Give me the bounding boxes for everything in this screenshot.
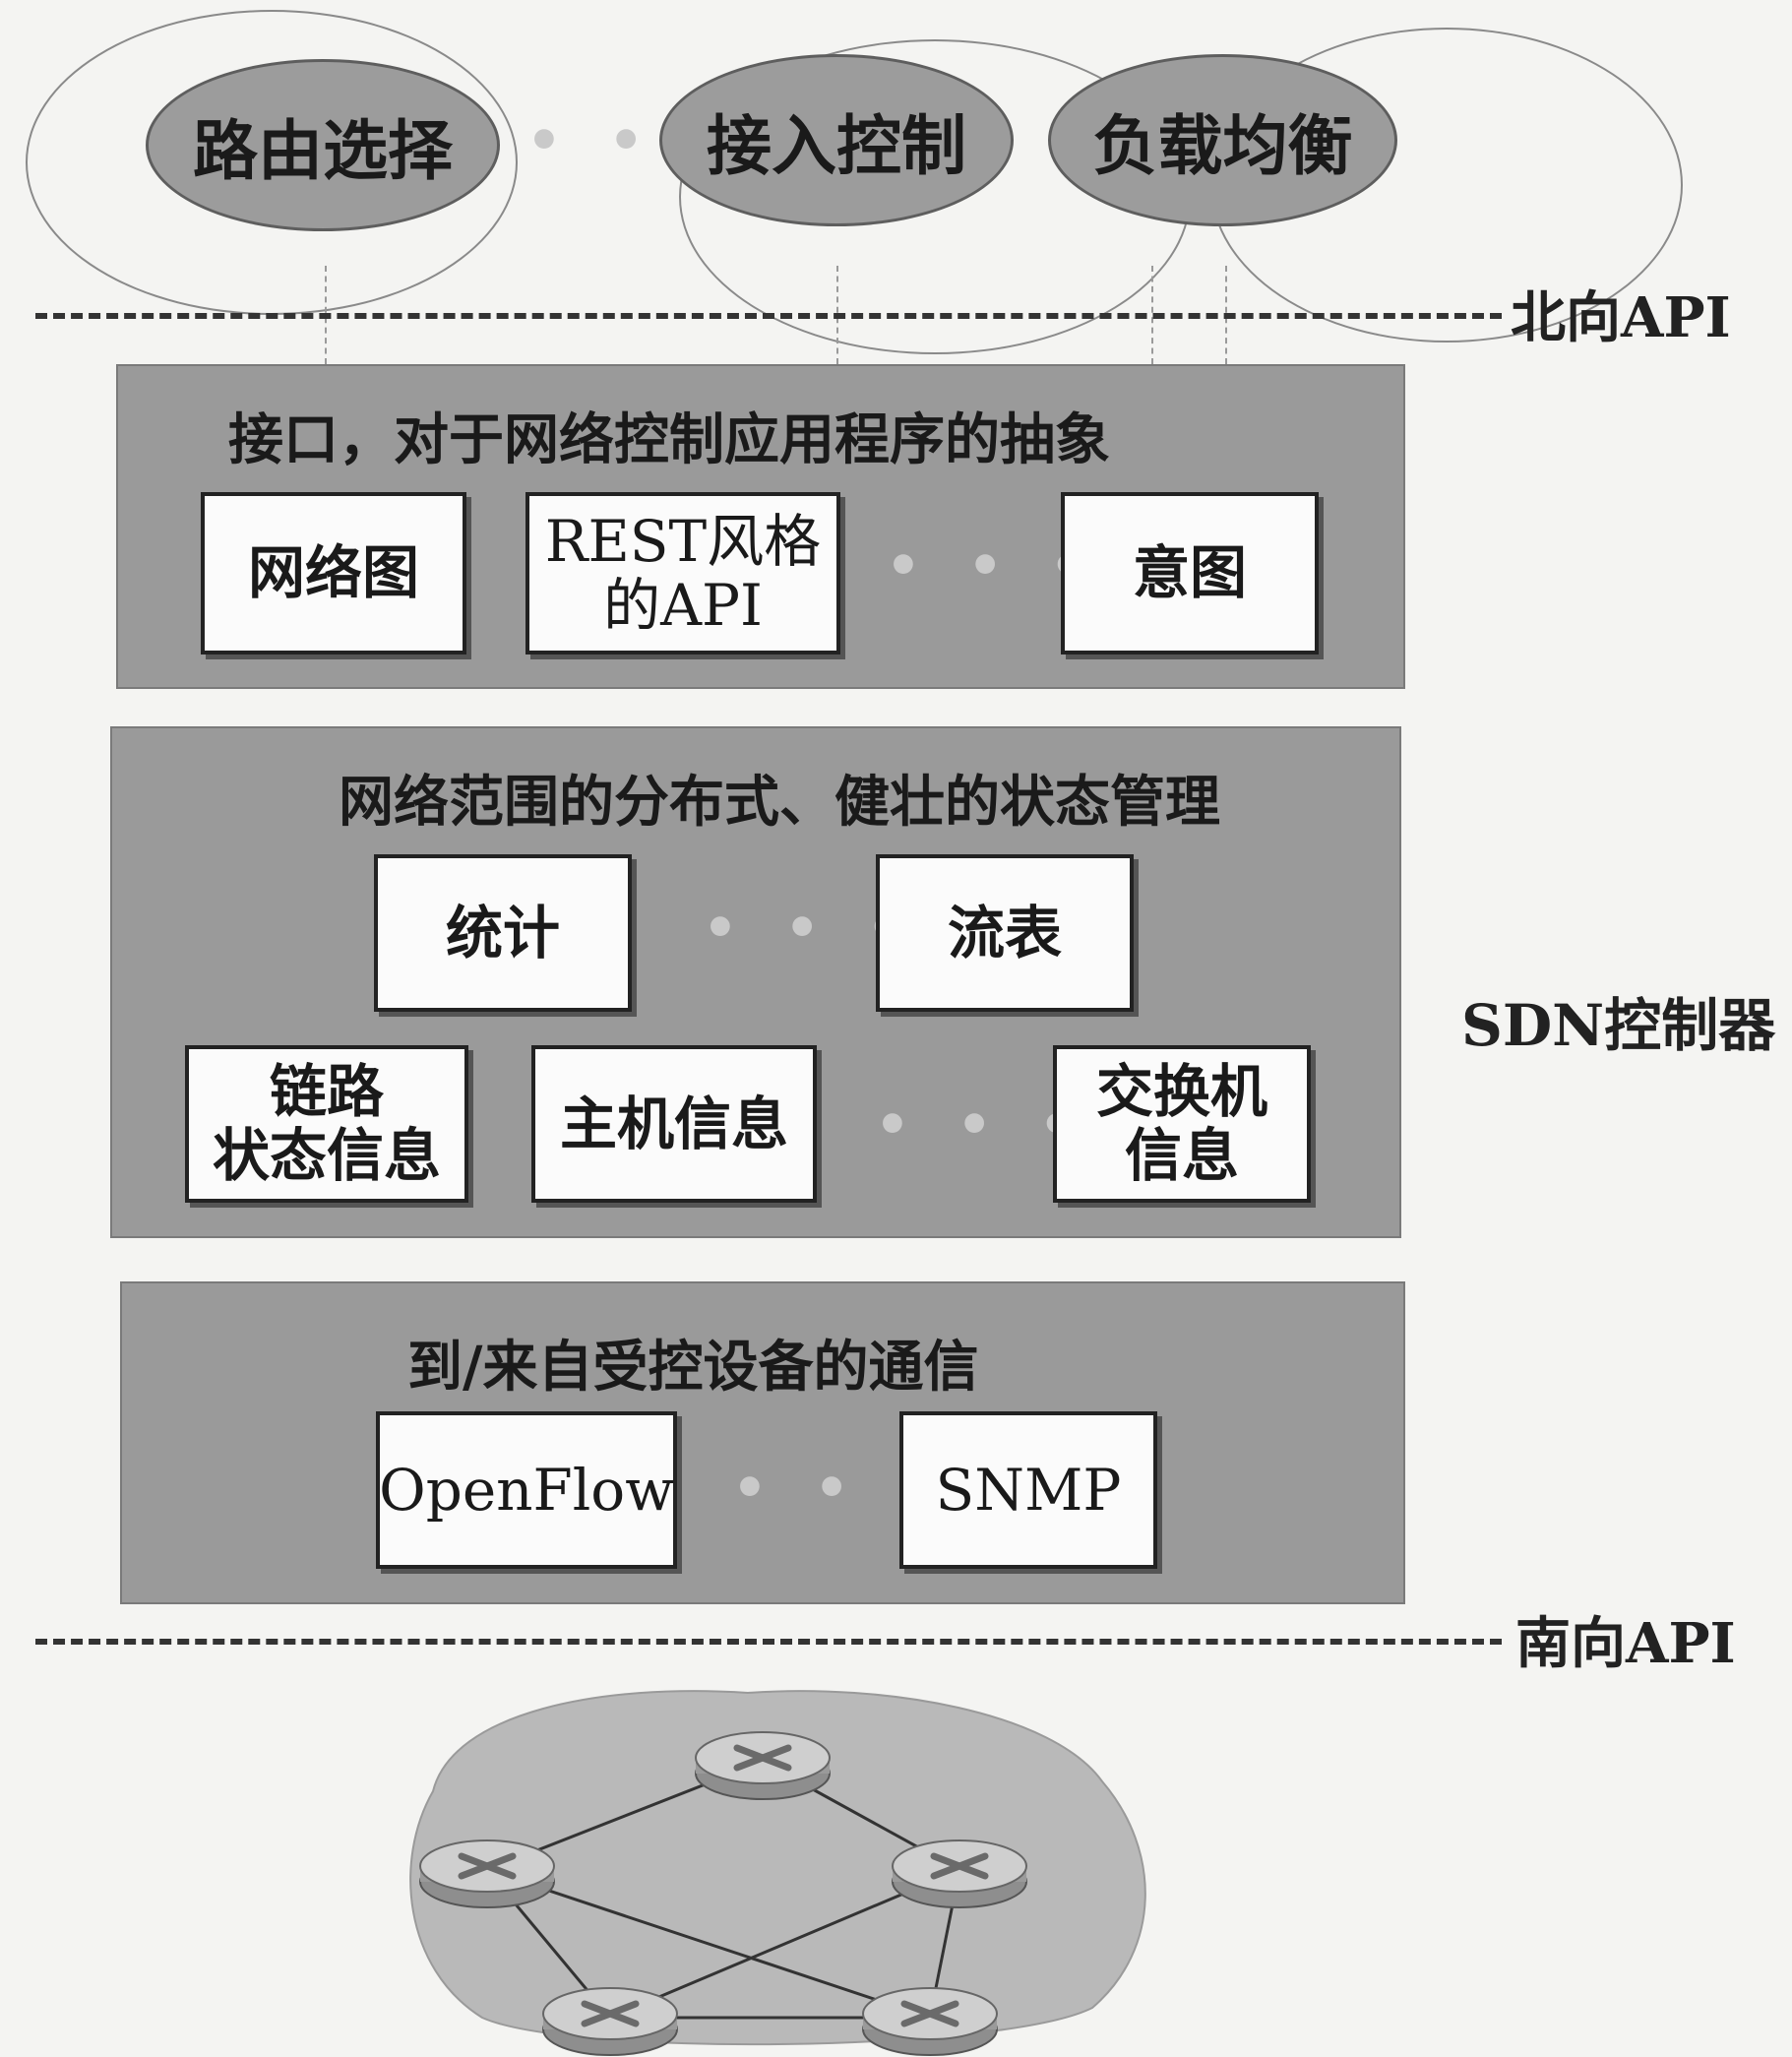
state-management-layer: 网络范围的分布式、健壮的状态管理 统计 • • • 流表 链路 状态信息 主机信… bbox=[110, 726, 1401, 1238]
snmp-label: SNMP bbox=[935, 1456, 1122, 1524]
intent-label: 意图 bbox=[1132, 539, 1247, 607]
network-cloud bbox=[409, 1690, 1146, 2046]
app-load-balancing[interactable]: 负载均衡 bbox=[1048, 54, 1397, 226]
restful-api-box[interactable]: REST风格 的API bbox=[525, 492, 840, 654]
comm-layer-title: 到/来自受控设备的通信 bbox=[407, 1335, 979, 1400]
app-routing[interactable]: 路由选择 bbox=[146, 59, 500, 231]
southbound-api-label: 南向API bbox=[1515, 1611, 1736, 1676]
router-icon bbox=[892, 1839, 1027, 1908]
restful-api-label-line2: 的API bbox=[603, 571, 763, 639]
flow-table-label: 流表 bbox=[947, 899, 1062, 966]
comm-ellipsis: • • • bbox=[732, 1456, 946, 1521]
host-info-box[interactable]: 主机信息 bbox=[531, 1045, 817, 1203]
controlled-network bbox=[409, 1690, 1146, 2056]
restful-api-label-line1: REST风格 bbox=[544, 507, 822, 575]
interface-layer-title: 接口，对于网络控制应用程序的抽象 bbox=[228, 407, 1110, 472]
flow-table-box[interactable]: 流表 bbox=[876, 854, 1134, 1012]
link-state-info-box[interactable]: 链路 状态信息 bbox=[185, 1045, 468, 1203]
device-communication-layer: 到/来自受控设备的通信 OpenFlow • • • SNMP bbox=[120, 1281, 1405, 1604]
host-info-label: 主机信息 bbox=[559, 1090, 788, 1157]
app-access-control-label: 接入控制 bbox=[707, 106, 966, 184]
switch-info-label-line1: 交换机 bbox=[1095, 1058, 1267, 1126]
router-icon bbox=[695, 1731, 831, 1800]
router-icon bbox=[542, 1987, 678, 2056]
snmp-box[interactable]: SNMP bbox=[899, 1411, 1157, 1569]
state-ellipsis-bottom: • • • bbox=[875, 1092, 1088, 1157]
interface-ellipsis: • • • bbox=[886, 533, 1099, 598]
sdn-controller-label: SDN控制器 bbox=[1461, 992, 1776, 1059]
state-layer-title: 网络范围的分布式、健壮的状态管理 bbox=[339, 770, 1220, 835]
app-load-balancing-label: 负载均衡 bbox=[1092, 106, 1353, 184]
northbound-api-label: 北向API bbox=[1511, 285, 1731, 350]
link-state-label-line2: 状态信息 bbox=[212, 1122, 441, 1189]
statistics-label: 统计 bbox=[445, 899, 560, 966]
router-icon bbox=[419, 1839, 555, 1908]
statistics-box[interactable]: 统计 bbox=[374, 854, 632, 1012]
openflow-label: OpenFlow bbox=[379, 1456, 674, 1524]
intent-box[interactable]: 意图 bbox=[1061, 492, 1319, 654]
network-graph-label: 网络图 bbox=[247, 539, 419, 607]
southbound-api-line bbox=[35, 1639, 1502, 1645]
network-graph-box[interactable]: 网络图 bbox=[201, 492, 466, 654]
switch-info-box[interactable]: 交换机 信息 bbox=[1053, 1045, 1311, 1203]
app-routing-label: 路由选择 bbox=[193, 111, 453, 189]
router-icon bbox=[862, 1987, 998, 2056]
openflow-box[interactable]: OpenFlow bbox=[376, 1411, 677, 1569]
link-state-label-line1: 链路 bbox=[269, 1058, 384, 1126]
state-ellipsis-top: • • • bbox=[703, 896, 916, 961]
switch-info-label-line2: 信息 bbox=[1124, 1122, 1239, 1189]
app-access-control[interactable]: 接入控制 bbox=[659, 54, 1014, 226]
northbound-api-line bbox=[35, 313, 1502, 319]
interface-abstraction-layer: 接口，对于网络控制应用程序的抽象 网络图 REST风格 的API • • • 意… bbox=[116, 364, 1405, 689]
